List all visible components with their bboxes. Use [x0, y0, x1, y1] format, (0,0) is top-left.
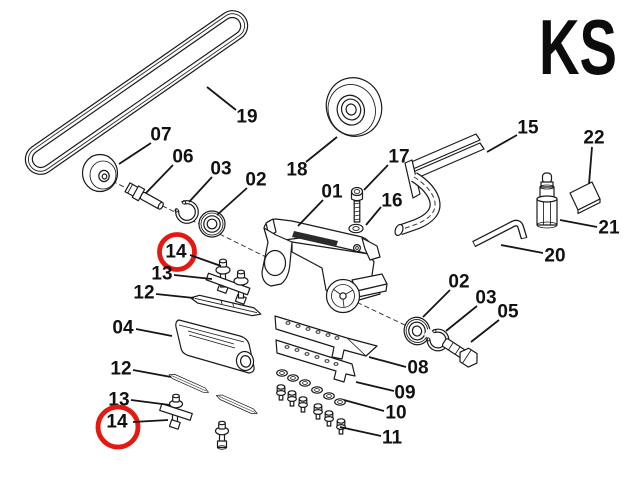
part-label-15: 15 [517, 118, 539, 139]
part-label-22: 22 [583, 128, 604, 149]
clamp-screw-loose [214, 420, 230, 450]
ball-bearing-right [403, 316, 431, 346]
planer-blade-upper [190, 294, 262, 317]
leader-line [132, 419, 169, 423]
part-label-10: 10 [385, 403, 406, 424]
part-label-08: 08 [407, 358, 428, 379]
leader-line [189, 254, 222, 267]
leader-line [343, 399, 385, 412]
cutter-block [175, 319, 255, 374]
wear-plate [275, 339, 356, 383]
part-label-19: 19 [236, 107, 257, 128]
pivot-bolt [124, 182, 164, 210]
part-label-04: 04 [112, 318, 134, 339]
part-label-01: 01 [321, 182, 343, 203]
part-label-17: 17 [388, 147, 409, 168]
leader-line [305, 136, 338, 163]
drive-belt [24, 10, 249, 175]
leader-line [297, 199, 324, 227]
part-label-12: 12 [110, 359, 131, 380]
main-body [261, 218, 388, 314]
part-label-18: 18 [286, 160, 307, 181]
hex-key [472, 219, 528, 248]
leader-line [135, 328, 173, 337]
leader-line [130, 399, 171, 406]
part-label-16: 16 [381, 191, 402, 212]
part-label-05: 05 [497, 302, 519, 323]
leader-line [559, 219, 598, 228]
planer-blade-lower-left [168, 373, 209, 393]
leader-line [118, 142, 152, 165]
part-label-02: 02 [245, 170, 266, 191]
part-label-03: 03 [475, 288, 496, 309]
leader-line [173, 274, 213, 280]
part-label-07: 07 [150, 125, 171, 146]
leader-line [145, 164, 174, 194]
part-label-13: 13 [151, 264, 172, 285]
leader-line [365, 206, 382, 226]
planer-blade-lower-right [215, 394, 258, 415]
hex-bolt [441, 338, 478, 368]
ball-bearing-left [198, 210, 226, 238]
washer-set [276, 369, 346, 406]
screw-set [275, 384, 347, 435]
blade-clamp-lower [159, 393, 193, 430]
title-group: KS [539, 4, 617, 91]
leader-line [155, 293, 195, 299]
leader-line [206, 86, 237, 111]
part-label-14: 14 [106, 412, 128, 433]
part-label-14: 14 [165, 242, 187, 263]
part-label-09: 09 [394, 383, 415, 404]
part-label-03: 03 [210, 159, 231, 180]
part-label-20: 20 [544, 246, 565, 267]
handle-bracket [394, 133, 485, 237]
leader-line [216, 187, 248, 216]
hex-adapter [536, 172, 558, 229]
part-label-21: 21 [598, 218, 620, 239]
page-title: KS [539, 4, 617, 91]
leader-line [422, 289, 451, 318]
leader-line [363, 164, 389, 191]
highlight-circle [157, 232, 197, 272]
leader-line [486, 134, 518, 153]
part-label-06: 06 [172, 147, 193, 168]
idler-pulley [81, 153, 119, 193]
flat-washer [348, 223, 364, 234]
blade-clamp-upper [205, 258, 251, 305]
leader-line [355, 381, 395, 392]
leader-line [132, 369, 172, 378]
leader-line [188, 176, 213, 203]
leader-line [368, 356, 407, 368]
clamp-screw [350, 186, 364, 223]
leader-line [588, 146, 593, 185]
drive-pulley [325, 77, 383, 137]
part-label-12: 12 [133, 283, 154, 304]
gauge-plate [569, 181, 601, 215]
chip-deflector-plate [274, 315, 378, 360]
part-label-02: 02 [448, 272, 469, 293]
snap-ring-left [172, 199, 199, 224]
leader-line [445, 305, 478, 332]
leader-line [339, 426, 382, 437]
leader-line [500, 244, 544, 254]
leader-line [470, 319, 500, 343]
part-label-11: 11 [382, 428, 403, 449]
highlight-circle [95, 404, 141, 450]
